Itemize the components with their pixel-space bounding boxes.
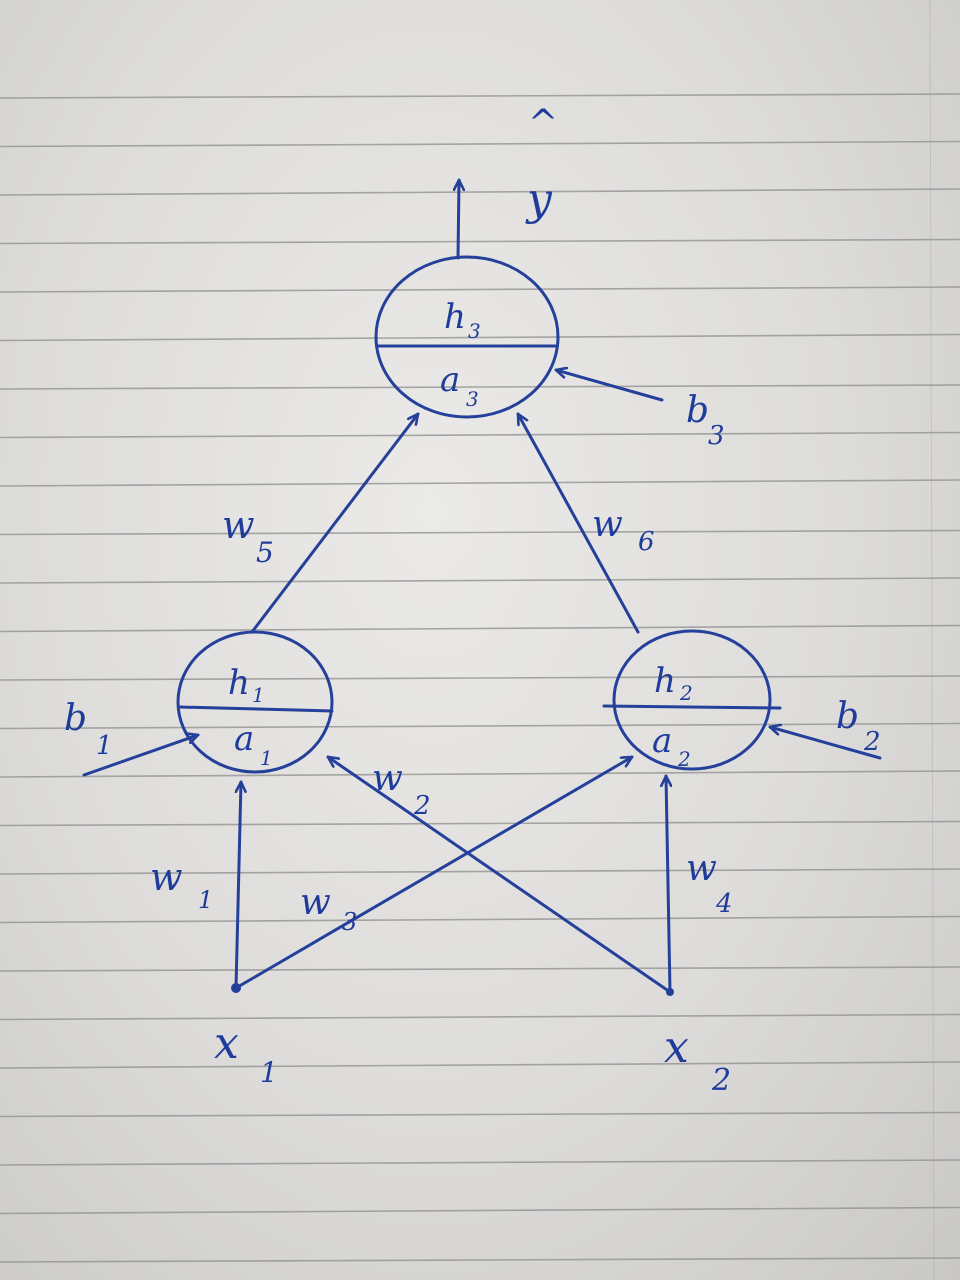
ruled-line: [0, 722, 960, 730]
edge-w4: [666, 774, 670, 994]
ruled-line: [0, 1159, 960, 1166]
svg-text:w: w: [150, 855, 183, 899]
svg-text:b: b: [64, 698, 87, 739]
margin-line: [929, 0, 935, 1280]
output-label: ^ y: [525, 103, 558, 225]
svg-text:w: w: [592, 504, 623, 545]
neuron-h2: h 2 a 2: [602, 629, 782, 771]
input-node-x2: [666, 988, 674, 996]
svg-text:b: b: [686, 390, 709, 431]
input-node-x1: [231, 983, 241, 993]
ruled-line: [0, 1061, 960, 1069]
svg-text:b: b: [836, 696, 859, 737]
edge-w2: [328, 757, 672, 994]
ruled-line: [0, 238, 960, 245]
output-hat: ^: [528, 103, 558, 144]
edge-b2: [770, 727, 882, 760]
bias-b2-label: b 2: [836, 696, 881, 757]
ruled-line: [0, 577, 960, 584]
ruled-line: [0, 624, 960, 633]
weight-w2-label: w 2: [372, 758, 431, 821]
ruled-line: [0, 286, 960, 293]
edge-w1: [234, 780, 241, 990]
svg-text:1: 1: [198, 886, 213, 914]
ruled-line: [0, 1111, 960, 1118]
svg-text:2: 2: [413, 791, 431, 821]
ruled-line: [0, 529, 960, 536]
neuron-h2-top-sub: 2: [679, 681, 693, 705]
ruled-line: [0, 915, 960, 924]
ruled-line: [0, 479, 960, 487]
neuron-h2-bottom-sub: 2: [677, 747, 691, 771]
neuron-h3-bottom-sub: 3: [466, 387, 479, 411]
svg-text:6: 6: [638, 527, 655, 557]
ruled-line: [0, 431, 960, 439]
neuron-h1-bottom-sub: 1: [260, 746, 273, 770]
svg-text:x: x: [664, 1022, 689, 1073]
neuron-h3: h 3 a 3: [374, 255, 560, 419]
svg-text:w: w: [372, 758, 403, 799]
svg-text:5: 5: [256, 536, 274, 569]
ruled-line: [0, 384, 960, 390]
edges: [82, 178, 882, 994]
weight-w4-label: w 4: [686, 848, 733, 919]
svg-text:1: 1: [96, 731, 113, 761]
input-x1-label: x 1: [214, 1018, 278, 1089]
ruled-line: [0, 333, 960, 342]
neuron-h2-bottom: a: [652, 721, 672, 761]
ruled-line: [0, 188, 960, 196]
svg-text:1: 1: [260, 1056, 278, 1089]
ruled-line: [0, 868, 960, 875]
ruled-line: [0, 93, 960, 99]
svg-text:4: 4: [715, 889, 733, 919]
ruled-line: [0, 1206, 960, 1215]
edge-b1: [82, 735, 198, 777]
neuron-h1-top: h: [228, 663, 250, 703]
ruled-line: [0, 1257, 960, 1263]
edge-output: [458, 178, 459, 260]
neuron-h1-bottom: a: [234, 719, 254, 759]
edge-w3: [234, 755, 632, 990]
weight-w6-label: w 6: [592, 504, 655, 557]
neuron-h1-top-sub: 1: [252, 683, 265, 707]
svg-text:w: w: [686, 848, 717, 889]
input-x2-label: x 2: [664, 1022, 731, 1098]
svg-text:w: w: [300, 882, 331, 923]
weight-w1-label: w 1: [150, 855, 213, 914]
ruled-line: [0, 770, 960, 778]
weight-w3-label: w 3: [300, 882, 357, 936]
output-y: y: [525, 174, 553, 225]
neuron-h1: h 1 a 1: [176, 630, 334, 774]
neuron-h2-top: h: [654, 661, 676, 701]
svg-text:3: 3: [708, 421, 725, 451]
bias-b1-label: b 1: [64, 698, 113, 761]
edge-w6: [516, 414, 640, 634]
neuron-h3-top: h: [444, 297, 466, 337]
svg-text:2: 2: [863, 727, 881, 757]
edge-w5: [250, 414, 418, 634]
ruled-line: [0, 140, 960, 148]
neuron-h3-bottom: a: [440, 360, 460, 400]
edge-b3: [556, 370, 664, 402]
ruled-line: [0, 1013, 960, 1021]
ruled-line: [0, 966, 960, 972]
svg-text:w: w: [222, 503, 255, 547]
ruled-line: [0, 820, 960, 827]
svg-text:2: 2: [711, 1063, 731, 1098]
weight-w5-label: w 5: [222, 503, 274, 569]
svg-text:3: 3: [342, 908, 357, 936]
neuron-h3-top-sub: 3: [468, 319, 481, 343]
svg-text:x: x: [214, 1018, 239, 1069]
bias-b3-label: b 3: [686, 390, 725, 451]
ruled-line: [0, 675, 960, 681]
